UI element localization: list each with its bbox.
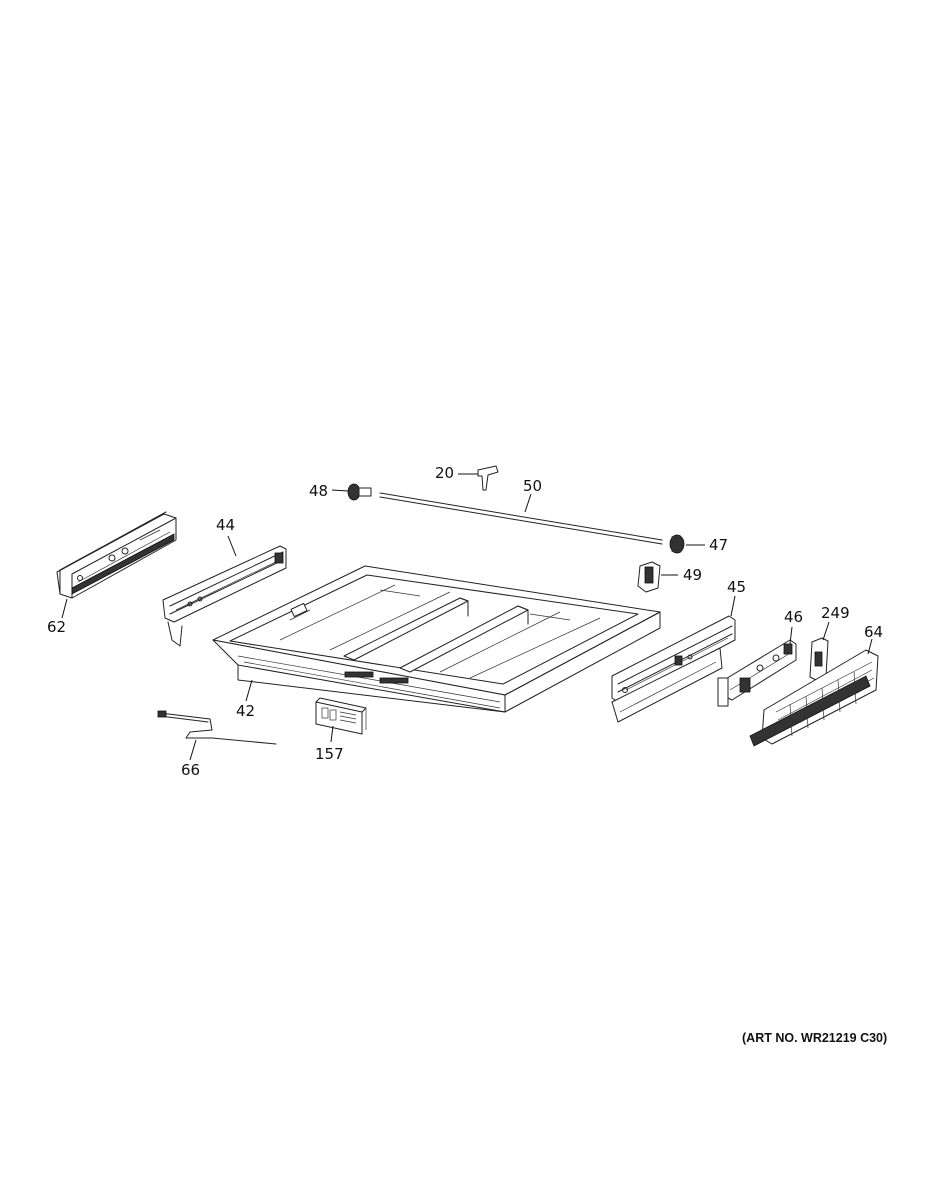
part-62-left-rail (56, 511, 177, 599)
callout-44: 44 (216, 516, 235, 534)
callout-42: 42 (236, 702, 255, 720)
part-64-grille (749, 649, 879, 747)
callout-62: 62 (47, 618, 66, 636)
callout-157: 157 (315, 745, 344, 763)
art-number: (ART NO. WR21219 C30) (742, 1031, 887, 1045)
leader-44 (227, 535, 237, 557)
leader-62 (61, 598, 68, 619)
leader-249 (822, 621, 830, 641)
callout-66: 66 (181, 761, 200, 779)
callout-45: 45 (727, 578, 746, 596)
callout-249: 249 (821, 604, 850, 622)
callout-49: 49 (683, 566, 702, 584)
part-48-knob (347, 483, 372, 501)
leader-45 (730, 595, 736, 617)
part-44-left-slide (162, 545, 287, 647)
part-157-module (315, 697, 367, 735)
leader-64 (867, 638, 873, 655)
callout-64: 64 (864, 623, 883, 641)
part-49-bracket (637, 561, 661, 593)
callout-48: 48 (309, 482, 328, 500)
part-50-rod (379, 492, 663, 545)
leader-66 (189, 739, 197, 761)
callout-20: 20 (435, 464, 454, 482)
part-20-clip (477, 465, 499, 491)
part-45-right-slide (611, 615, 736, 723)
leader-157 (330, 725, 334, 743)
callout-46: 46 (784, 608, 803, 626)
part-42-drawer-pan (212, 565, 661, 713)
leader-48 (331, 489, 349, 492)
part-47-knob (669, 534, 685, 554)
part-46-hinge-bracket (717, 639, 797, 707)
leader-46 (789, 626, 793, 645)
part-66-wire (157, 710, 277, 745)
callout-50: 50 (523, 477, 542, 495)
leader-42 (245, 679, 253, 702)
leader-50 (524, 493, 532, 513)
callout-47: 47 (709, 536, 728, 554)
